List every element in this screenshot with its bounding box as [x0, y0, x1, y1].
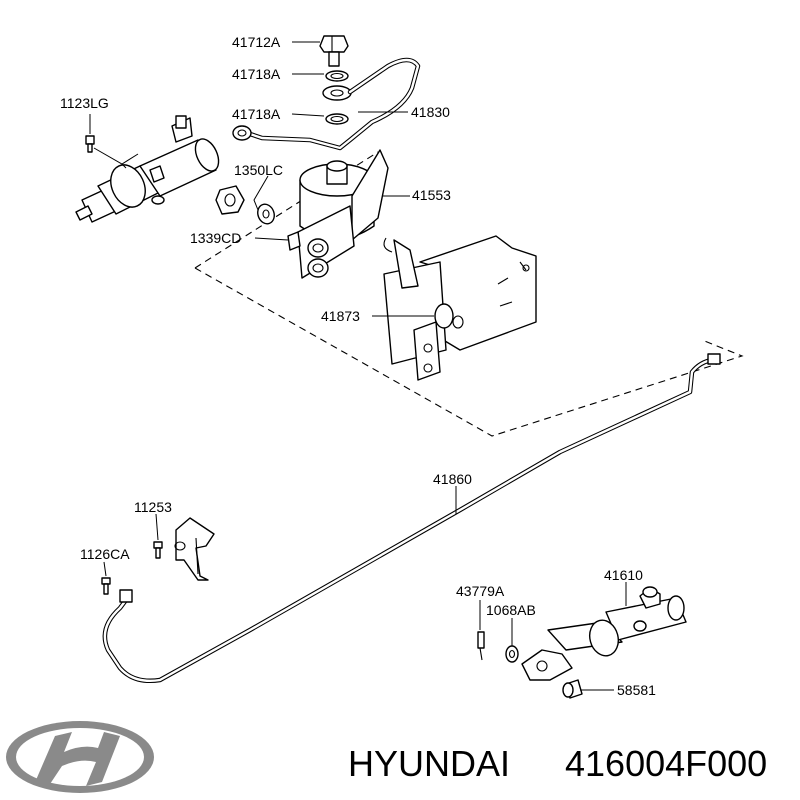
nut-1339cd: [215, 185, 245, 215]
label-1123lg: 1123LG: [60, 95, 109, 111]
label-41873: 41873: [321, 308, 360, 324]
label-1068ab: 1068AB: [486, 602, 536, 618]
bracket-41873: [383, 235, 537, 381]
pin-58581: [562, 679, 583, 699]
part-number: 416004F000: [565, 743, 767, 784]
label-1126ca: 1126CA: [80, 546, 130, 562]
bolt-41712a: [319, 35, 349, 67]
reservoir-41553: [287, 149, 389, 279]
washer-1068ab: [505, 645, 519, 663]
label-11253: 11253: [134, 499, 172, 515]
label-41712a: 41712A: [232, 34, 281, 50]
label-41860: 41860: [433, 471, 472, 487]
hyundai-logo-icon: [6, 721, 154, 793]
label-41718a-mid: 41718A: [232, 106, 281, 122]
label-1339cd: 1339CD: [190, 230, 241, 246]
label-43779a: 43779A: [456, 583, 505, 599]
release-cylinder-assembly: [75, 115, 220, 223]
washer-41718a-mid: [325, 113, 349, 125]
pin-43779a: [477, 631, 485, 661]
label-41718a-top: 41718A: [232, 66, 281, 82]
master-cylinder-41610: [547, 586, 687, 657]
pipe-41830: [232, 57, 421, 151]
bolt-1126ca: [101, 577, 111, 595]
banjo-fitting: [322, 85, 352, 101]
washer-1350lc: [257, 203, 275, 225]
pipe-41860: [102, 353, 721, 683]
label-41830: 41830: [411, 104, 450, 120]
bolt-1123lg: [85, 135, 95, 153]
washer-41718a-top: [325, 70, 349, 82]
bracket-11253: [174, 517, 215, 581]
label-41610: 41610: [604, 567, 643, 583]
label-58581: 58581: [617, 682, 656, 698]
bolt-11253: [153, 541, 163, 559]
label-41553: 41553: [412, 187, 451, 203]
label-1350lc: 1350LC: [234, 162, 283, 178]
clevis-yoke: [521, 649, 573, 681]
brand-name: HYUNDAI: [348, 743, 510, 784]
